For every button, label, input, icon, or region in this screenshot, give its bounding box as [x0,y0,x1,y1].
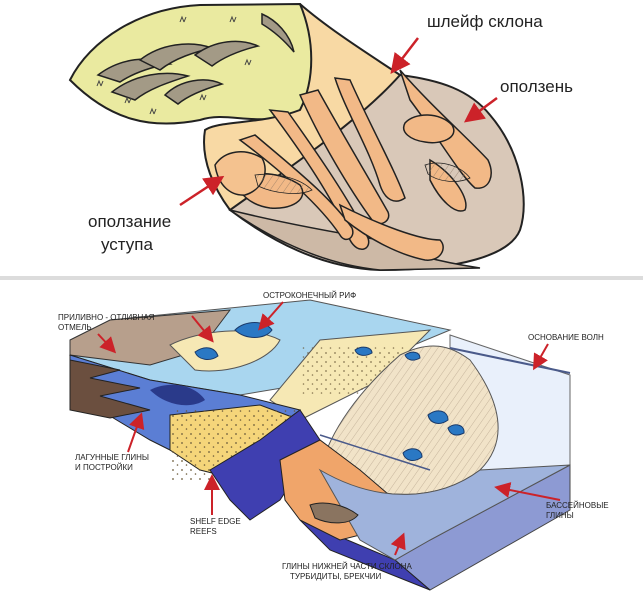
debris-zone-right [424,162,471,182]
arrow-wave-base [533,343,549,371]
wave-base-line [449,347,571,374]
label-landslide: оползень [500,77,573,96]
basin-front-face [299,519,431,591]
arrow-lagoon [127,412,145,453]
separator-band [0,276,643,280]
label-basin-line2: ГЛИНЫ [546,511,574,520]
arrow-pinnacle-reef-left [258,301,284,331]
arrow-basin [494,482,561,501]
label-pinnacle-reef: ОСТРОКОНЕЧНЫЙ РИФ [263,291,356,300]
reef-core-dark [150,384,205,406]
label-slope-apron: шлейф склона [427,12,543,31]
gully-channels [96,12,295,105]
debris-breccia [309,502,359,524]
label-lagoon-line2: И ПОСТРОЙКИ [75,463,133,472]
grass-tufts [96,15,252,115]
arrow-pinnacle-reef-right [191,315,214,343]
label-lower-slope-line1: ГЛИНЫ НИЖНЕЙ ЧАСТИ СКЛОНА [282,562,413,571]
arrow-lower-slope [390,532,406,556]
label-lagoon-line1: ЛАГУННЫЕ ГЛИНЫ [75,453,149,462]
slope-apron-hatch [320,345,499,495]
label-tidal-flat-line1: ПРИЛИВНО - ОТЛИВНАЯ [58,313,155,322]
arrow-slope-apron [390,37,419,74]
label-shelf-edge-line2: REEFS [190,527,217,536]
reef-patches [194,322,465,461]
label-tidal-flat-line2: ОТМЕЛЬ [58,323,92,332]
label-scarp-slump-line1: оползание [88,212,171,231]
label-scarp-slump-line2: уступа [101,235,153,254]
bottom-carbonate-platform-diagram: ПРИЛИВНО - ОТЛИВНАЯ ОТМЕЛЬ ОСТРОКОНЕЧНЫЙ… [58,291,609,591]
arrow-scarp-slump [179,175,225,207]
interfingering-wedges [69,359,151,419]
wave-base-line-inner [319,434,431,471]
top-landslide-diagram: шлейф склона оползень оползание уступа [68,2,573,272]
arrow-tidal-flat [97,333,117,354]
label-basin-line1: БАССЕЙНОВЫЕ [546,501,609,510]
debris-zone-top [254,173,313,194]
label-lower-slope-line2: ТУРБИДИТЫ, БРЕКЧИИ [290,572,382,581]
arrow-landslide [463,96,498,123]
plateau-grass [68,2,316,125]
label-shelf-edge-line1: SHELF EDGE [190,517,241,526]
label-wave-base: ОСНОВАНИЕ ВОЛН [528,333,604,342]
